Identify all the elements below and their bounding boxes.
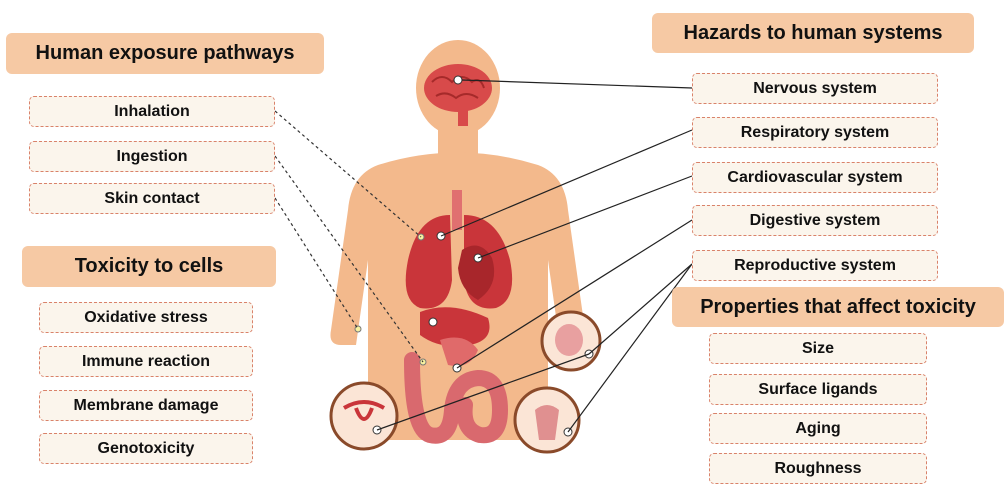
properties-header: Properties that affect toxicity — [672, 287, 1004, 327]
cells-header: Toxicity to cells — [22, 246, 276, 287]
property-item-surface-ligands: Surface ligands — [709, 374, 927, 405]
male-reproductive-circle-icon — [515, 388, 579, 452]
exposure-item-inhalation: Inhalation — [29, 96, 275, 127]
system-item-nervous: Nervous system — [692, 73, 938, 104]
cells-item-membrane-damage: Membrane damage — [39, 390, 253, 421]
property-item-aging: Aging — [709, 413, 927, 444]
exposure-item-skin-contact: Skin contact — [29, 183, 275, 214]
system-item-reproductive: Reproductive system — [692, 250, 938, 281]
cells-item-immune-reaction: Immune reaction — [39, 346, 253, 377]
fetus-circle-icon — [542, 312, 600, 370]
system-item-cardiovascular: Cardiovascular system — [692, 162, 938, 193]
skin-contact-dot — [355, 326, 361, 332]
exposure-header: Human exposure pathways — [6, 33, 324, 74]
property-item-roughness: Roughness — [709, 453, 927, 484]
system-item-digestive: Digestive system — [692, 205, 938, 236]
exposure-item-ingestion: Ingestion — [29, 141, 275, 172]
system-item-respiratory: Respiratory system — [692, 117, 938, 148]
systems-header: Hazards to human systems — [652, 13, 974, 53]
uterus-circle-icon — [331, 383, 397, 449]
cells-item-genotoxicity: Genotoxicity — [39, 433, 253, 464]
cells-item-oxidative-stress: Oxidative stress — [39, 302, 253, 333]
property-item-size: Size — [709, 333, 927, 364]
